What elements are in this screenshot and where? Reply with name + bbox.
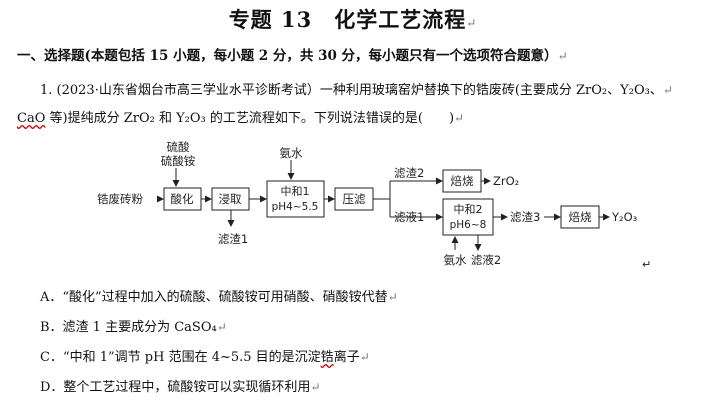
spellcheck-word: CaO xyxy=(17,111,46,126)
label-product-zro2: ZrO₂ xyxy=(493,174,519,188)
section-heading: 一、选择题(本题包括 15 小题，每小题 2 分，共 30 分，每小题只有一个选… xyxy=(17,48,568,64)
label-start-material: 锆废砖粉 xyxy=(97,192,143,206)
question-line-2: CaO 等)提纯成分 ZrO₂ 和 Y₂O₃ 的工艺流程如下。下列说法错误的是(… xyxy=(17,111,465,126)
label-leach: 浸取 xyxy=(219,192,242,206)
label-filter: 压滤 xyxy=(343,192,366,206)
paragraph-mark: ↵ xyxy=(359,350,370,364)
paragraph-mark: ↵ xyxy=(310,380,321,394)
label-filtrate-2: 滤液2 xyxy=(471,253,501,267)
paragraph-mark: ↵ xyxy=(454,111,465,125)
label-neutral2: 中和2 xyxy=(454,203,483,216)
paragraph-mark: ↵ xyxy=(642,258,651,271)
option-d: D．整个工艺过程中，硫酸铵可以实现循环利用↵ xyxy=(40,380,321,395)
option-c: C．“中和 1”调节 pH 范围在 4~5.5 目的是沉淀锆离子↵ xyxy=(40,350,370,365)
label-neutral2-ph: pH6~8 xyxy=(450,219,487,231)
label-filtrate-1: 滤液1 xyxy=(394,210,424,224)
paragraph-mark: ↵ xyxy=(216,320,227,334)
label-roast-1: 焙烧 xyxy=(451,174,474,188)
option-b: B．滤渣 1 主要成分为 CaSO₄↵ xyxy=(40,320,227,335)
spellcheck-word: 锆 xyxy=(320,350,334,365)
label-product-y2o3: Y₂O₃ xyxy=(611,210,638,224)
label-ammonia-top: 氨水 xyxy=(280,146,303,160)
label-acidify: 酸化 xyxy=(171,192,194,206)
label-ammonia-bottom: 氨水 xyxy=(444,253,467,267)
label-residue-3: 滤渣3 xyxy=(510,210,540,224)
page-title: 专题 13 化学工艺流程↵ xyxy=(228,7,478,32)
label-residue-1: 滤渣1 xyxy=(218,232,248,246)
label-sulfuric-acid: 硫酸 xyxy=(167,140,190,154)
paragraph-mark: ↵ xyxy=(387,290,398,304)
paragraph-mark: ↵ xyxy=(557,49,568,63)
label-neutral1-ph: pH4~5.5 xyxy=(272,201,319,213)
label-neutral1: 中和1 xyxy=(281,185,310,198)
option-a: A．“酸化”过程中加入的硫酸、硫酸铵可用硝酸、硝酸铵代替↵ xyxy=(40,290,398,305)
label-residue-2: 滤渣2 xyxy=(394,166,424,180)
question-line-1: 1. (2023·山东省烟台市高三学业水平诊断考试）一种利用玻璃窑炉替换下的锆废… xyxy=(40,83,673,98)
label-ammonium-sulfate: 硫酸铵 xyxy=(161,154,196,168)
label-roast-2: 焙烧 xyxy=(569,210,592,224)
paragraph-mark: ↵ xyxy=(662,83,673,97)
paragraph-mark: ↵ xyxy=(466,16,478,30)
